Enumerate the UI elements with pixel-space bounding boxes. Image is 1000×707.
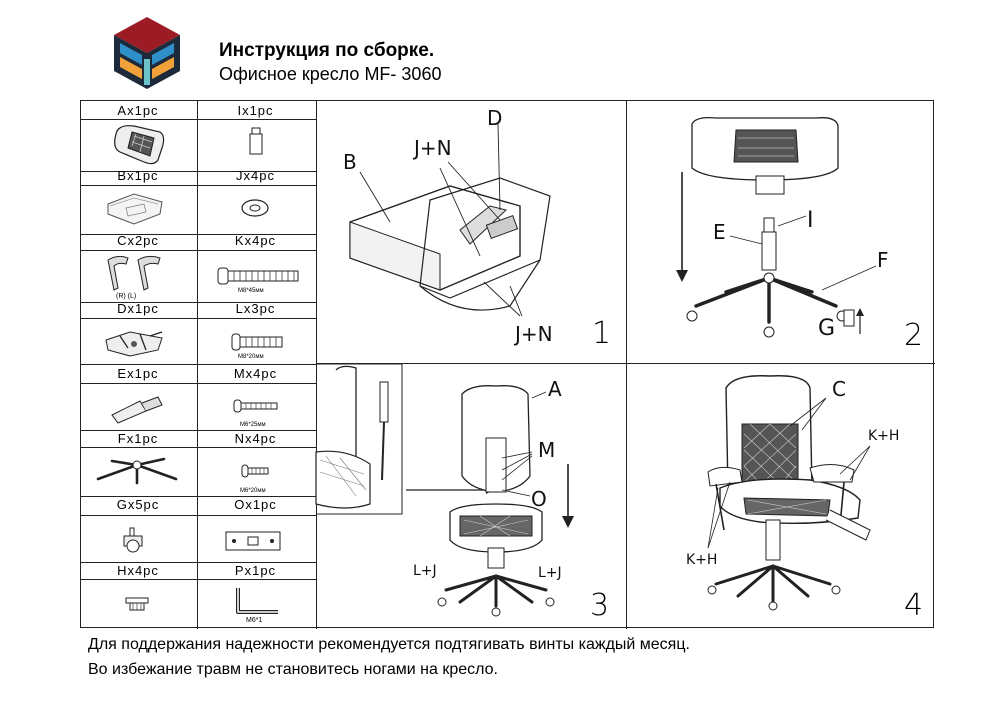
- step1-number: 1: [592, 316, 612, 351]
- part-label-a: Ax1pc: [117, 103, 159, 118]
- hex-key-icon: [236, 588, 278, 614]
- product-subtitle: Офисное кресло MF- 3060: [219, 64, 442, 84]
- cap-icon: [125, 597, 149, 611]
- step4-number: 4: [904, 588, 924, 623]
- brand-logo: [114, 17, 180, 89]
- step3-label-a: A: [548, 377, 562, 401]
- step2-label-i: I: [807, 208, 814, 233]
- part-note-k: M8*45мм: [238, 288, 264, 294]
- part-note-m: M6*25мм: [240, 422, 266, 428]
- part-note-p: M6*1: [246, 617, 263, 624]
- part-label-i: Ix1pc: [237, 103, 274, 118]
- bolt-n-icon: [241, 464, 269, 478]
- step1-label-jn-bottom: J+N: [515, 322, 553, 346]
- part-label-l: Lx3pc: [235, 301, 276, 316]
- part-label-n: Nx4pc: [234, 431, 277, 446]
- step3-label-lj-left: L+J: [413, 563, 437, 579]
- part-label-o: Ox1pc: [234, 497, 277, 512]
- caster-icon: [123, 527, 143, 553]
- part-note-n: M6*20мм: [240, 488, 266, 494]
- base-icon: [96, 457, 178, 485]
- step1-label-jn-top: J+N: [414, 136, 452, 160]
- bolt-m-icon: [233, 399, 278, 413]
- step3-inset-drawing: [315, 363, 403, 515]
- cylinder-i-icon: [249, 127, 263, 155]
- seat-back-icon: [114, 125, 165, 165]
- step3-label-lj-right: L+J: [538, 565, 562, 581]
- step4-label-c: C: [832, 377, 846, 401]
- part-note-c: (R) (L): [116, 293, 137, 300]
- step3-drawing: [406, 385, 574, 617]
- part-label-p: Px1pc: [234, 563, 277, 578]
- bolt-l-icon: [231, 333, 283, 351]
- instruction-frame: [80, 100, 935, 629]
- part-label-m: Mx4pc: [233, 366, 278, 381]
- part-label-b: Bx1pc: [117, 168, 159, 183]
- step2-label-f: F: [877, 248, 889, 272]
- step2-drawing: [676, 116, 877, 338]
- step3-number: 3: [590, 588, 610, 623]
- part-label-d: Dx1pc: [117, 301, 159, 316]
- step4-label-kh-right: K+H: [868, 428, 900, 444]
- part-label-j: Jx4pc: [236, 168, 275, 183]
- step1-label-d: D: [487, 106, 503, 130]
- seat-icon: [107, 193, 163, 225]
- step3-label-m: M: [538, 438, 556, 462]
- step2-number: 2: [904, 318, 924, 353]
- part-label-h: Hx4pc: [117, 563, 159, 578]
- bolt-k-icon: [217, 267, 299, 285]
- part-label-c: Cx2pc: [117, 233, 159, 248]
- mechanism-icon: [105, 331, 163, 357]
- step3-label-o: O: [531, 487, 547, 511]
- part-note-l: M8*20мм: [238, 354, 264, 360]
- safety-note: Во избежание травм не становитесь ногами…: [88, 661, 498, 678]
- maintenance-note: Для поддержания надежности рекомендуется…: [88, 636, 690, 653]
- plate-o-icon: [225, 531, 281, 551]
- part-label-g: Gx5pc: [116, 497, 160, 512]
- part-label-e: Ex1pc: [117, 366, 159, 381]
- step4-drawing: [707, 375, 871, 611]
- gas-lift-icon: [111, 396, 163, 424]
- washer-icon: [241, 199, 269, 217]
- step2-label-e: E: [713, 220, 726, 244]
- step1-label-b: B: [343, 150, 357, 174]
- armrest-icon: [107, 255, 161, 291]
- part-label-k: Kx4pc: [234, 233, 277, 248]
- page-title: Инструкция по сборке.: [219, 40, 435, 61]
- step4-label-kh-left: K+H: [686, 552, 718, 568]
- part-label-f: Fx1pc: [117, 431, 159, 446]
- step2-label-g: G: [818, 316, 836, 341]
- step1-drawing: [349, 123, 551, 317]
